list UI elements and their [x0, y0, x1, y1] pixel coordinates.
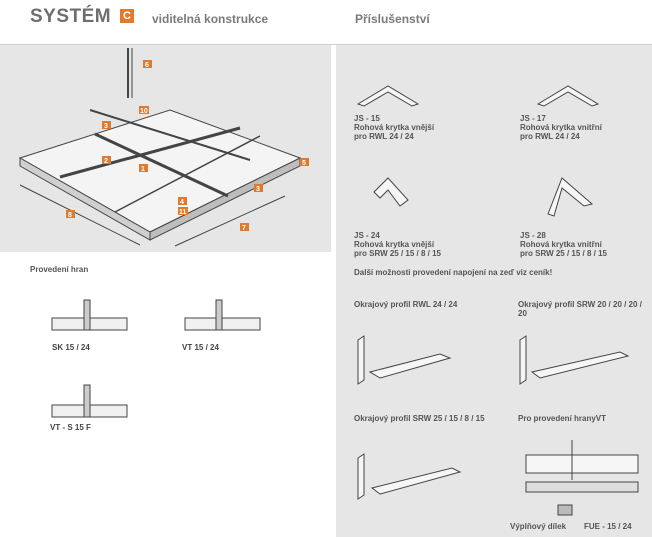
edge-label-vt: VT 15 / 24: [182, 343, 219, 352]
tag-label: 11: [179, 209, 187, 216]
system-title: SYSTÉM: [30, 6, 112, 27]
tag-label: 2: [104, 158, 108, 165]
js28-desc2: pro SRW 25 / 15 / 8 / 15: [520, 249, 607, 258]
js24-block: JS - 24 Rohová krytka vnější pro SRW 25 …: [354, 231, 441, 258]
tag-label: 6: [145, 62, 149, 69]
js17-desc: Rohová krytka vnitřní: [520, 123, 602, 132]
profile-srw25-label: Okrajový profil SRW 25 / 15 / 8 / 15: [354, 414, 485, 423]
tag-label: 5: [302, 160, 306, 167]
system-subtitle: viditelná konstrukce: [152, 12, 269, 26]
js28-code: JS - 28: [520, 231, 546, 240]
tag-label: 1: [141, 166, 145, 173]
js15-desc: Rohová krytka vnější: [354, 123, 435, 132]
profile-srw20-label: Okrajový profil SRW 20 / 20 / 20 / 20: [518, 300, 642, 318]
header-divider: [0, 44, 652, 45]
edge-section-title: Provedení hran: [30, 265, 89, 274]
js24-desc: Rohová krytka vnější: [354, 240, 435, 249]
js17-desc2: pro RWL 24 / 24: [520, 132, 580, 141]
tag-label: 3: [256, 186, 260, 193]
accessories-note: Další možnosti provedení napojení na zeď…: [354, 268, 553, 277]
tag-label: 3: [104, 123, 108, 130]
js15-block: JS - 15 Rohová krytka vnější pro RWL 24 …: [354, 114, 434, 141]
tag-label: 10: [140, 108, 148, 115]
js24-code: JS - 24: [354, 231, 380, 240]
js28-block: JS - 28 Rohová krytka vnitřní pro SRW 25…: [520, 231, 607, 258]
js17-block: JS - 17 Rohová krytka vnitřní pro RWL 24…: [520, 114, 602, 141]
js28-desc: Rohová krytka vnitřní: [520, 240, 602, 249]
filler-label: Výplňový dílek: [510, 522, 567, 531]
js15-code: JS - 15: [354, 114, 380, 123]
vt-edge-label: Pro provedení hranyVT: [518, 414, 607, 423]
tag-label: 7: [242, 225, 246, 232]
diagram-tags: 6 10 3 2 1 5 3 4 11 7 8: [66, 60, 309, 232]
accessory-drawings: [356, 85, 639, 516]
edge-label-vts: VT - S 15 F: [50, 423, 91, 432]
fue-label: FUE - 15 / 24: [584, 522, 632, 531]
profile-rwl-label: Okrajový profil RWL 24 / 24: [354, 300, 458, 309]
js17-code: JS - 17: [520, 114, 546, 123]
tag-label: 8: [68, 212, 72, 219]
js15-desc2: pro RWL 24 / 24: [354, 132, 414, 141]
edge-label-sk: SK 15 / 24: [52, 343, 90, 352]
accessories-title: Příslušenství: [355, 12, 430, 26]
js24-desc2: pro SRW 25 / 15 / 8 / 15: [354, 249, 441, 258]
system-badge: C: [120, 9, 134, 23]
edge-details: [51, 299, 261, 418]
tag-label: 4: [180, 199, 184, 206]
